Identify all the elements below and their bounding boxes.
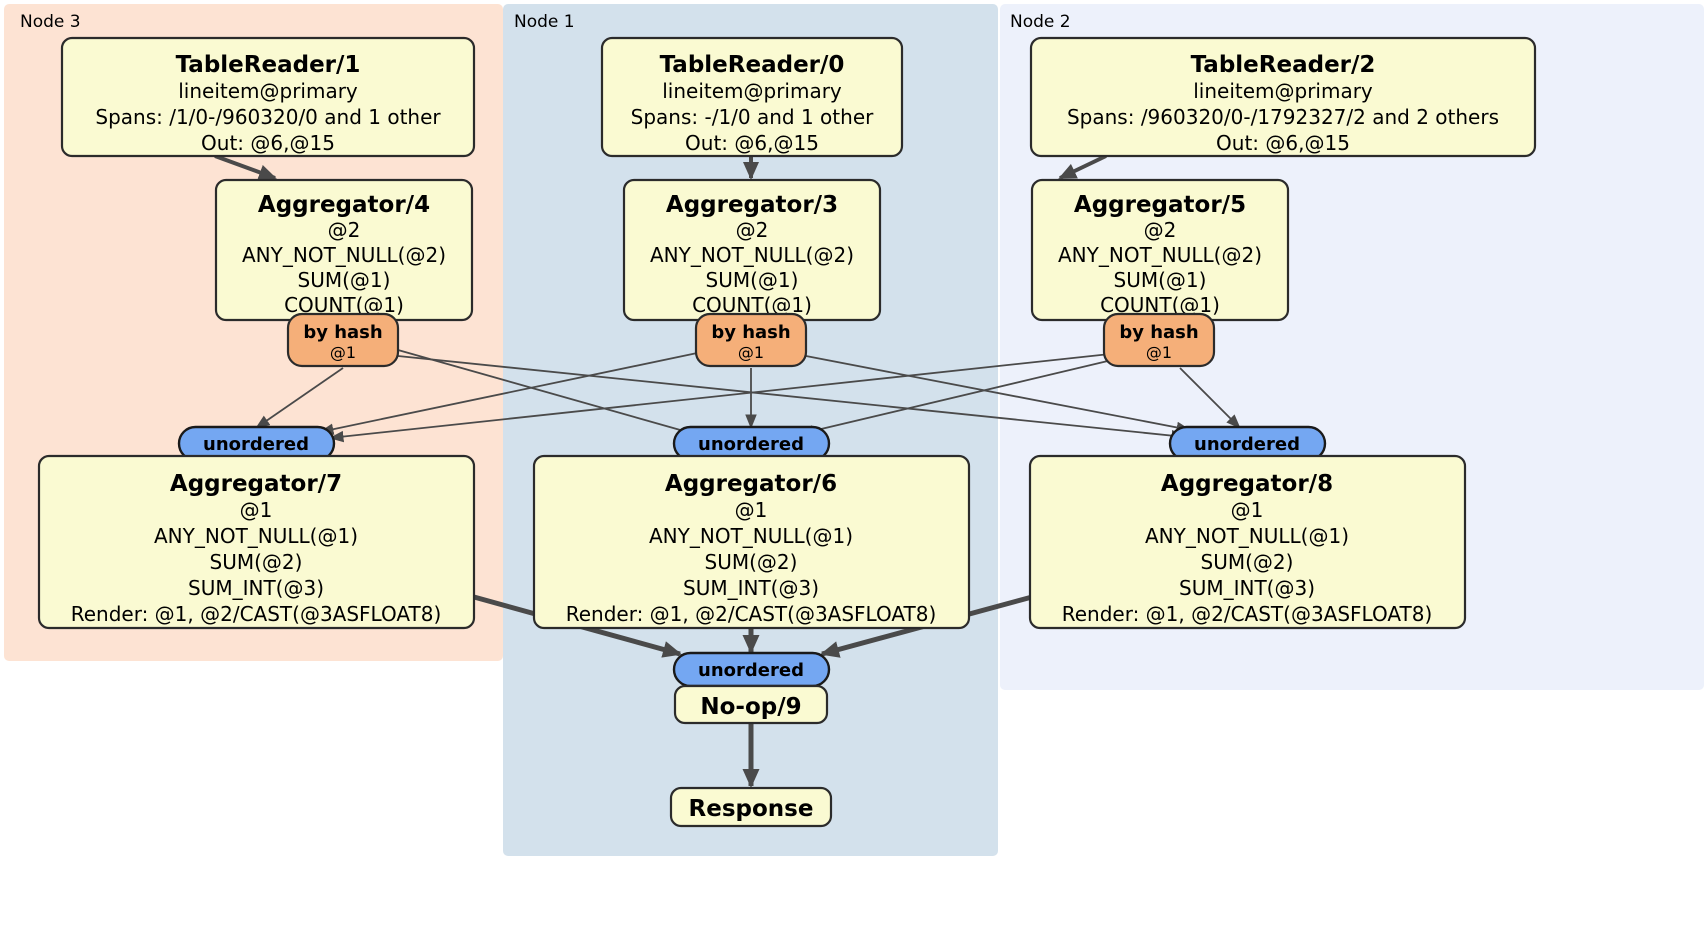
table-reader-2-line-1: Spans: /960320/0-/1792327/2 and 2 others (1067, 105, 1499, 129)
aggregator-7-title: Aggregator/7 (170, 471, 342, 497)
edges-hash-to-unordered (255, 349, 1241, 443)
aggregator-3-line-0: @2 (736, 218, 769, 242)
processor-noop-9[interactable]: No-op/9 (673, 684, 829, 725)
aggregator-6-line-0: @1 (735, 498, 768, 522)
node1-panel-label: Node 1 (514, 12, 575, 32)
processor-table-reader-1[interactable]: TableReader/1 lineitem@primary Spans: /1… (60, 36, 476, 158)
edge-tr1-to-agg4 (214, 154, 277, 181)
hash-mid-pill[interactable] (694, 312, 808, 368)
noop-9-title: No-op/9 (700, 694, 801, 720)
edges-reader-to-aggregator (214, 154, 1107, 181)
edge-hashleft-to-unordered-right (397, 355, 1186, 442)
aggregator-8-line-2: SUM(@2) (1201, 550, 1294, 574)
response-box[interactable] (669, 786, 833, 828)
aggregator-5-line-1: ANY_NOT_NULL(@2) (1058, 243, 1262, 267)
router-unordered-right[interactable]: unordered (1168, 425, 1327, 462)
aggregator-4-line-0: @2 (328, 218, 361, 242)
unordered-final-label: unordered (698, 660, 804, 681)
node2-panel-label: Node 2 (1010, 12, 1071, 32)
table-reader-0-title: TableReader/0 (660, 52, 845, 78)
aggregator-6-line-1: ANY_NOT_NULL(@1) (649, 524, 853, 548)
router-hash-left[interactable]: by hash @1 (286, 312, 400, 368)
table-reader-0-box[interactable] (600, 36, 904, 158)
edge-hashmid-to-unordered-left (319, 351, 703, 435)
router-hash-mid[interactable]: by hash @1 (694, 312, 808, 368)
noop-9-box[interactable] (673, 684, 829, 725)
table-reader-1-line-1: Spans: /1/0-/960320/0 and 1 other (95, 105, 441, 129)
hash-right-sub: @1 (1146, 343, 1172, 362)
table-reader-1-title: TableReader/1 (176, 52, 361, 78)
edge-hashright-to-unordered-left (329, 353, 1111, 443)
router-unordered-mid[interactable]: unordered (672, 425, 831, 462)
aggregator-8-line-0: @1 (1231, 498, 1264, 522)
hash-right-title: by hash (1119, 322, 1198, 343)
aggregator-6-title: Aggregator/6 (665, 471, 837, 497)
aggregator-5-line-2: SUM(@1) (1114, 268, 1207, 292)
aggregator-6-line-2: SUM(@2) (705, 550, 798, 574)
table-reader-2-line-2: Out: @6,@15 (1216, 131, 1350, 155)
processor-aggregator-8[interactable]: Aggregator/8 @1 ANY_NOT_NULL(@1) SUM(@2)… (1028, 454, 1467, 630)
edge-tr2-to-agg5 (1058, 154, 1107, 180)
node3-panel-label: Node 3 (20, 12, 81, 32)
aggregator-6-box[interactable] (532, 454, 971, 630)
processor-aggregator-3[interactable]: Aggregator/3 @2 ANY_NOT_NULL(@2) SUM(@1)… (622, 178, 882, 322)
table-reader-0-line-0: lineitem@primary (662, 79, 842, 103)
aggregator-4-line-1: ANY_NOT_NULL(@2) (242, 243, 446, 267)
aggregator-7-line-4: Render: @1, @2/CAST(@3ASFLOAT8) (71, 602, 442, 626)
processor-table-reader-0[interactable]: TableReader/0 lineitem@primary Spans: -/… (600, 36, 904, 158)
router-hash-right[interactable]: by hash @1 (1102, 312, 1216, 368)
edge-hashleft-to-unordered-mid (397, 349, 706, 439)
table-reader-2-line-0: lineitem@primary (1193, 79, 1373, 103)
unordered-mid-label: unordered (698, 434, 804, 455)
processor-table-reader-2[interactable]: TableReader/2 lineitem@primary Spans: /9… (1029, 36, 1537, 158)
table-reader-1-box[interactable] (60, 36, 476, 158)
aggregator-7-line-2: SUM(@2) (210, 550, 303, 574)
table-reader-1-line-0: lineitem@primary (178, 79, 358, 103)
response-title: Response (689, 796, 814, 822)
aggregator-7-line-1: ANY_NOT_NULL(@1) (154, 524, 358, 548)
hash-mid-sub: @1 (738, 343, 764, 362)
aggregator-8-line-3: SUM_INT(@3) (1179, 576, 1315, 600)
table-reader-0-line-1: Spans: -/1/0 and 1 other (631, 105, 874, 129)
aggregator-4-title: Aggregator/4 (258, 192, 430, 218)
aggregator-3-line-2: SUM(@1) (706, 268, 799, 292)
aggregator-8-title: Aggregator/8 (1161, 471, 1333, 497)
aggregator-7-line-0: @1 (240, 498, 273, 522)
aggregator-5-title: Aggregator/5 (1074, 192, 1246, 218)
aggregator-6-line-3: SUM_INT(@3) (683, 576, 819, 600)
table-reader-2-title: TableReader/2 (1191, 52, 1376, 78)
hash-right-pill[interactable] (1102, 312, 1216, 368)
processor-response[interactable]: Response (669, 786, 833, 828)
processor-aggregator-6[interactable]: Aggregator/6 @1 ANY_NOT_NULL(@1) SUM(@2)… (532, 454, 971, 630)
aggregator-6-line-4: Render: @1, @2/CAST(@3ASFLOAT8) (566, 602, 937, 626)
unordered-right-label: unordered (1194, 434, 1300, 455)
hash-left-pill[interactable] (286, 312, 400, 368)
aggregator-4-line-2: SUM(@1) (298, 268, 391, 292)
table-reader-2-box[interactable] (1029, 36, 1537, 158)
edge-hashright-to-unordered-right (1179, 367, 1241, 429)
aggregator-8-box[interactable] (1028, 454, 1467, 630)
aggregator-7-box[interactable] (37, 454, 476, 630)
table-reader-0-line-2: Out: @6,@15 (685, 131, 819, 155)
edge-hashright-to-unordered-mid (799, 359, 1113, 437)
router-unordered-final[interactable]: unordered (672, 651, 831, 688)
hash-left-title: by hash (303, 322, 382, 343)
hash-left-sub: @1 (330, 343, 356, 362)
edge-hashleft-to-unordered-left (255, 367, 344, 429)
hash-mid-title: by hash (711, 322, 790, 343)
aggregator-7-line-3: SUM_INT(@3) (188, 576, 324, 600)
edge-hashmid-to-unordered-right (805, 355, 1191, 434)
aggregator-8-line-4: Render: @1, @2/CAST(@3ASFLOAT8) (1062, 602, 1433, 626)
processor-aggregator-4[interactable]: Aggregator/4 @2 ANY_NOT_NULL(@2) SUM(@1)… (214, 178, 474, 322)
table-reader-1-line-2: Out: @6,@15 (201, 131, 335, 155)
aggregator-3-title: Aggregator/3 (666, 192, 838, 218)
aggregator-8-line-1: ANY_NOT_NULL(@1) (1145, 524, 1349, 548)
processor-aggregator-5[interactable]: Aggregator/5 @2 ANY_NOT_NULL(@2) SUM(@1)… (1030, 178, 1290, 322)
aggregator-5-line-0: @2 (1144, 218, 1177, 242)
unordered-left-label: unordered (203, 434, 309, 455)
aggregator-3-line-1: ANY_NOT_NULL(@2) (650, 243, 854, 267)
processor-aggregator-7[interactable]: Aggregator/7 @1 ANY_NOT_NULL(@1) SUM(@2)… (37, 454, 476, 630)
